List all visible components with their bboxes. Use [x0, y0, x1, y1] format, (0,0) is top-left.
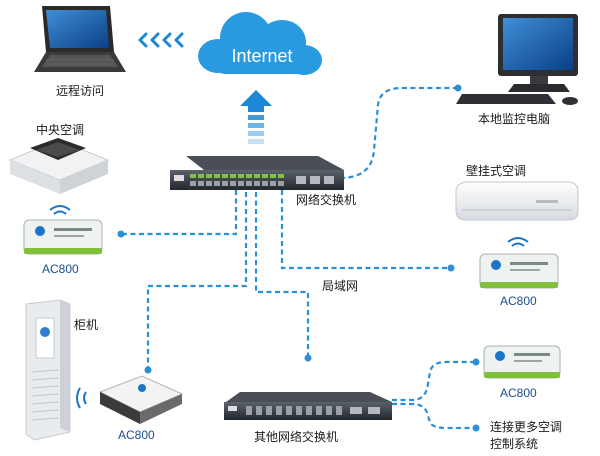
more-ac-label-line1: 连接更多空调	[490, 420, 563, 434]
local-monitor-label: 本地监控电脑	[478, 112, 551, 126]
link-other-to-more-ac	[392, 402, 476, 430]
ac800-device-icon	[483, 345, 561, 379]
other-switch-label: 其他网络交换机	[254, 430, 339, 444]
link-switch-to-ac800-left	[124, 190, 238, 236]
wifi-icon	[76, 387, 87, 409]
desktop-monitor-icon	[456, 14, 578, 105]
ac800-device-icon	[23, 219, 103, 255]
chevron-arrows-icon	[138, 32, 184, 48]
ac800-label: AC800	[500, 386, 537, 400]
ac800-label: AC800	[42, 262, 79, 276]
wifi-icon	[49, 205, 71, 215]
wifi-icon	[507, 237, 529, 247]
cabinet-ac-icon	[25, 299, 71, 441]
more-ac-label-line2: 控制系统	[490, 437, 539, 451]
central-ac-label: 中央空调	[36, 123, 85, 137]
link-dot	[454, 84, 462, 92]
link-switch-to-ac800-cabinet	[146, 192, 248, 368]
ac800-device-icon	[98, 375, 184, 424]
wall-ac-icon	[455, 181, 579, 221]
connection-lines	[124, 86, 476, 430]
central-ac-icon	[8, 138, 110, 194]
link-other-to-ac800	[392, 360, 476, 402]
remote-laptop-icon	[34, 6, 126, 72]
wall-ac-label: 壁挂式空调	[466, 164, 527, 178]
link-dot	[304, 354, 312, 362]
link-switch-to-ac800-wall	[280, 190, 450, 270]
link-dot	[117, 230, 125, 238]
link-switch-to-monitor	[339, 86, 458, 180]
link-dot	[447, 264, 455, 272]
link-dots	[117, 84, 480, 432]
upload-arrow-icon	[240, 90, 272, 144]
main-switch-icon	[170, 156, 344, 190]
cloud-label: Internet	[231, 46, 292, 66]
ac800-label: AC800	[500, 294, 537, 308]
link-dot	[472, 358, 480, 366]
ac800-label: AC800	[118, 428, 155, 442]
main-switch-label: 网络交换机	[296, 193, 357, 207]
internet-cloud-icon	[198, 12, 322, 75]
link-dot	[472, 424, 480, 432]
cabinet-ac-label: 柜机	[74, 318, 99, 332]
link-dot	[144, 366, 152, 374]
other-switch-icon	[224, 392, 392, 420]
remote-access-label: 远程访问	[56, 84, 105, 98]
ac800-device-icon	[479, 253, 559, 289]
lan-label: 局域网	[322, 279, 359, 293]
